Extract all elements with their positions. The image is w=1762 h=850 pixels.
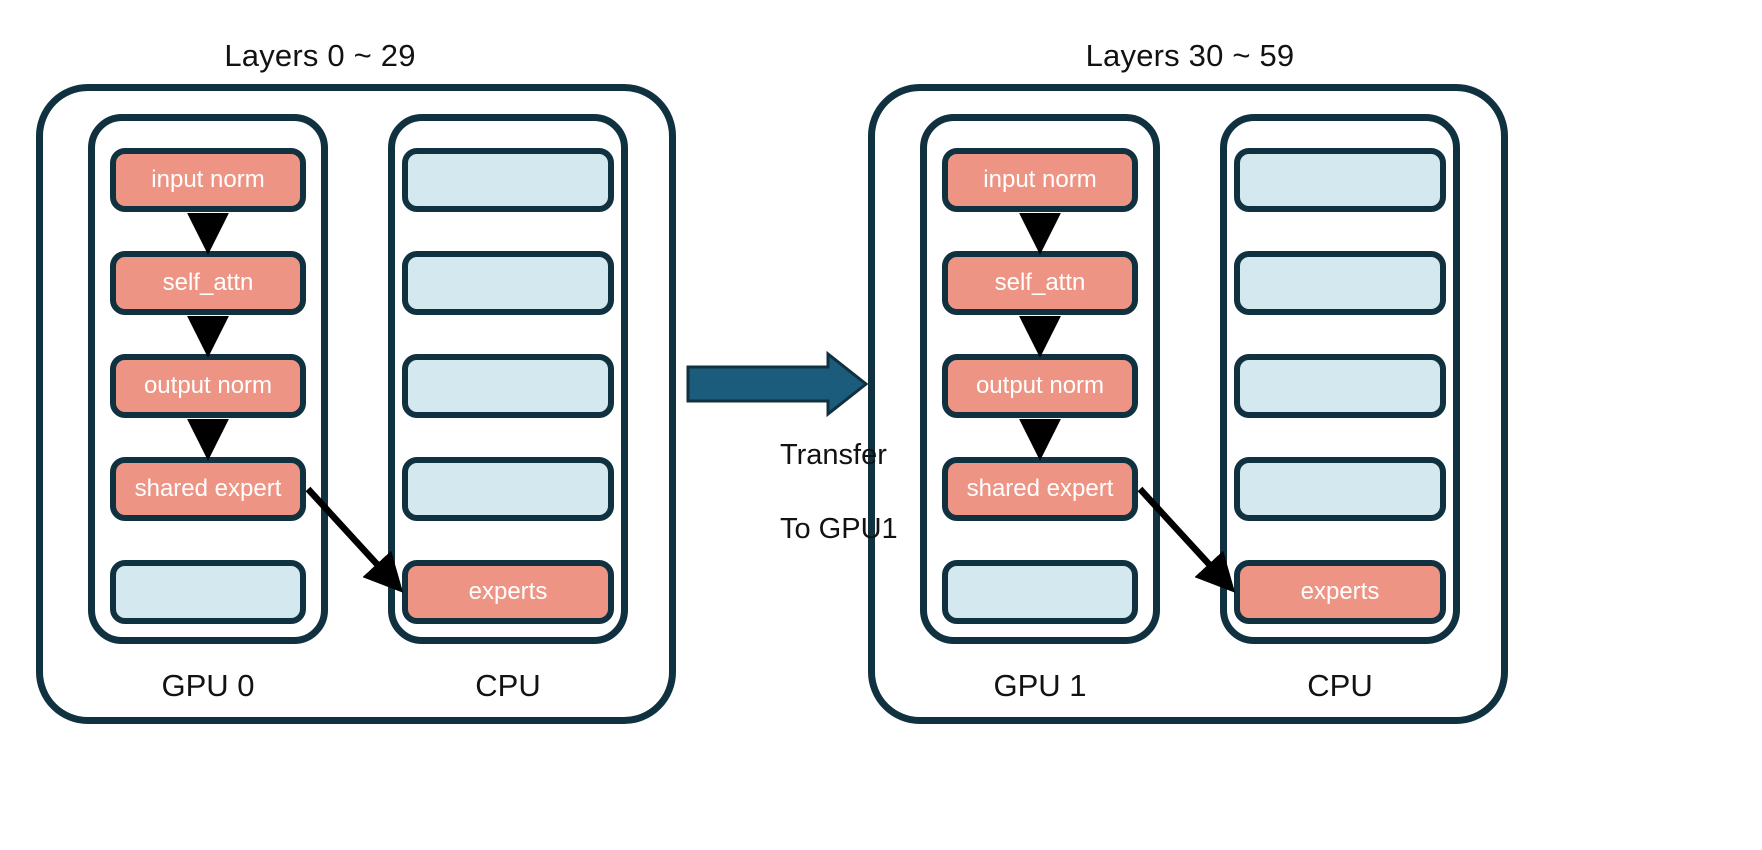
block-cpu1-slot-4[interactable] [1234,457,1446,521]
panel-right-title: Layers 30 ~ 59 [1085,38,1295,73]
block-cpu0-experts[interactable]: experts [402,560,614,624]
block-cpu0-slot-1[interactable] [402,148,614,212]
block-gpu1-shared-expert[interactable]: shared expert [942,457,1138,521]
block-cpu1-experts[interactable]: experts [1234,560,1446,624]
block-label: output norm [143,372,273,399]
block-cpu1-slot-2[interactable] [1234,251,1446,315]
block-label: experts [1300,578,1380,605]
panel-left-title: Layers 0 ~ 29 [224,38,416,73]
block-label: experts [468,578,548,605]
block-label: shared expert [134,475,282,502]
block-label: self_attn [162,269,254,296]
block-cpu0-slot-4[interactable] [402,457,614,521]
transfer-label-line2: To GPU1 [780,513,898,546]
column-cpu1-label: CPU [1307,668,1373,703]
transfer-label-line1: Transfer [780,439,887,472]
block-cpu0-slot-3[interactable] [402,354,614,418]
block-label: shared expert [966,475,1114,502]
block-cpu1-slot-3[interactable] [1234,354,1446,418]
block-gpu1-self-attn[interactable]: self_attn [942,251,1138,315]
block-label: output norm [975,372,1105,399]
block-cpu1-slot-1[interactable] [1234,148,1446,212]
transfer-label: Transfer To GPU1 [780,400,960,586]
block-gpu1-output-norm[interactable]: output norm [942,354,1138,418]
block-gpu0-output-norm[interactable]: output norm [110,354,306,418]
block-gpu0-input-norm[interactable]: input norm [110,148,306,212]
block-label: input norm [151,166,265,193]
block-gpu1-input-norm[interactable]: input norm [942,148,1138,212]
column-gpu0-label: GPU 0 [161,668,255,703]
column-gpu1-label: GPU 1 [993,668,1087,703]
block-gpu0-empty[interactable] [110,560,306,624]
block-gpu1-empty[interactable] [942,560,1138,624]
column-cpu0-label: CPU [475,668,541,703]
block-cpu0-slot-2[interactable] [402,251,614,315]
block-label: self_attn [994,269,1086,296]
block-label: input norm [983,166,1097,193]
block-gpu0-shared-expert[interactable]: shared expert [110,457,306,521]
block-gpu0-self-attn[interactable]: self_attn [110,251,306,315]
